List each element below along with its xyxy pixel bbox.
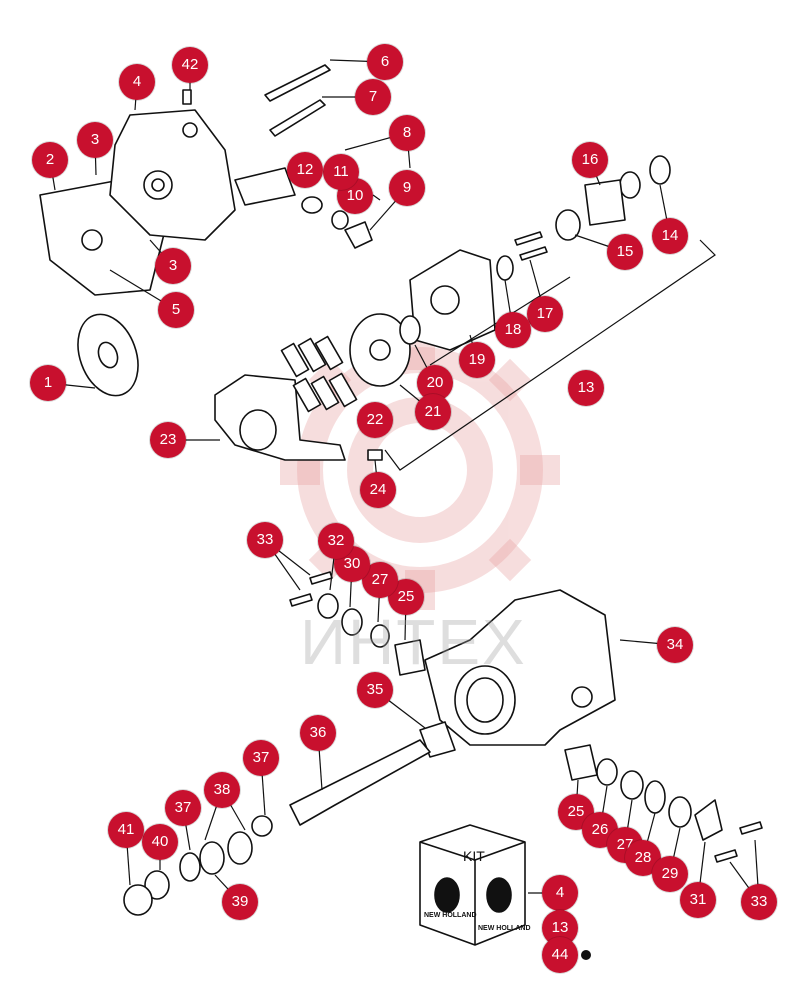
callout-35[interactable]: 35 xyxy=(357,672,393,708)
callout-8[interactable]: 8 xyxy=(389,115,425,151)
ring-part-27 xyxy=(370,624,390,648)
retainer-part-32 xyxy=(317,593,339,619)
bullet-dot xyxy=(581,950,591,960)
callout-31[interactable]: 31 xyxy=(680,882,716,918)
callout-16[interactable]: 16 xyxy=(572,142,608,178)
callout-4[interactable]: 4 xyxy=(119,64,155,100)
ring-part-18 xyxy=(496,255,514,281)
callout-9[interactable]: 9 xyxy=(389,170,425,206)
flange-part-31 xyxy=(694,799,723,841)
ball-part-20 xyxy=(399,315,421,345)
callout-40[interactable]: 40 xyxy=(142,824,178,860)
callout-28[interactable]: 28 xyxy=(625,840,661,876)
spring-part-16 xyxy=(584,179,626,226)
needle-bearing-part-25 xyxy=(394,639,426,676)
callout-15[interactable]: 15 xyxy=(607,234,643,270)
spacer-part-26 xyxy=(596,758,618,786)
watermark-gear-teeth xyxy=(280,330,560,610)
callout-10[interactable]: 10 xyxy=(337,178,373,214)
snap-ring-part-37 xyxy=(251,815,273,837)
screw-part-17 xyxy=(514,231,543,246)
pin-part xyxy=(182,89,192,105)
callout-6[interactable]: 6 xyxy=(367,44,403,80)
callout-34[interactable]: 34 xyxy=(657,627,693,663)
plug-part-9 xyxy=(344,221,373,249)
drive-shaft-part xyxy=(289,739,431,826)
seal-part-28 xyxy=(644,780,666,814)
callout-38[interactable]: 38 xyxy=(204,772,240,808)
washer-part-15 xyxy=(555,209,581,241)
callout-42[interactable]: 42 xyxy=(172,47,208,83)
watermark-text: ИНТЕХ xyxy=(300,606,527,678)
kit-box xyxy=(419,824,526,946)
callout-32[interactable]: 32 xyxy=(318,523,354,559)
callout-18[interactable]: 18 xyxy=(495,312,531,348)
bearing-part-30 xyxy=(341,608,363,636)
washer-part xyxy=(619,171,641,199)
key-part xyxy=(367,449,383,461)
seal-part-14 xyxy=(649,155,671,185)
kit-label: KIT xyxy=(463,848,485,864)
callout-3b[interactable]: 3 xyxy=(155,248,191,284)
bearing-part-39 xyxy=(199,841,225,875)
callout-36[interactable]: 36 xyxy=(300,715,336,751)
ring-part-40 xyxy=(144,870,170,900)
callout-37a[interactable]: 37 xyxy=(243,740,279,776)
callout-33b[interactable]: 33 xyxy=(741,884,777,920)
bolt-part-6 xyxy=(264,64,331,102)
callout-17[interactable]: 17 xyxy=(527,296,563,332)
callout-1[interactable]: 1 xyxy=(30,365,66,401)
callout-7[interactable]: 7 xyxy=(355,79,391,115)
kit-brand-right: NEW HOLLAND xyxy=(478,925,531,932)
callout-5[interactable]: 5 xyxy=(158,292,194,328)
callout-24[interactable]: 24 xyxy=(360,472,396,508)
callout-14[interactable]: 14 xyxy=(652,218,688,254)
callout-29[interactable]: 29 xyxy=(652,856,688,892)
callout-33a[interactable]: 33 xyxy=(247,522,283,558)
seal-part-29 xyxy=(668,796,692,828)
o-ring-part-10 xyxy=(331,210,349,230)
callout-30[interactable]: 30 xyxy=(334,546,370,582)
callout-39[interactable]: 39 xyxy=(222,884,258,920)
needle-bearing-part-25b xyxy=(564,744,598,781)
callout-37b[interactable]: 37 xyxy=(165,790,201,826)
callout-41[interactable]: 41 xyxy=(108,812,144,848)
bearing-part-5 xyxy=(81,229,103,251)
callout-2[interactable]: 2 xyxy=(32,142,68,178)
rear-cover-part xyxy=(109,109,236,241)
callout-19[interactable]: 19 xyxy=(459,342,495,378)
ring-part-27b xyxy=(620,770,644,800)
bolt-part-7 xyxy=(269,99,326,137)
valve-spool-part xyxy=(234,167,296,206)
seal-part-38 xyxy=(227,831,253,865)
snap-ring-part-41 xyxy=(123,884,153,916)
callout-12[interactable]: 12 xyxy=(287,152,323,188)
callout-kit-44[interactable]: 44 xyxy=(542,937,578,973)
callout-21[interactable]: 21 xyxy=(415,394,451,430)
callout-23[interactable]: 23 xyxy=(150,422,186,458)
callout-13[interactable]: 13 xyxy=(568,370,604,406)
callout-3a[interactable]: 3 xyxy=(77,122,113,158)
callout-22[interactable]: 22 xyxy=(357,402,393,438)
screw-part-33 xyxy=(309,571,333,585)
piston-group-part xyxy=(280,335,358,413)
kit-brand-left: NEW HOLLAND xyxy=(424,912,477,919)
spring-part-11 xyxy=(301,196,323,214)
callout-kit-4[interactable]: 4 xyxy=(542,875,578,911)
callout-11[interactable]: 11 xyxy=(323,154,359,190)
